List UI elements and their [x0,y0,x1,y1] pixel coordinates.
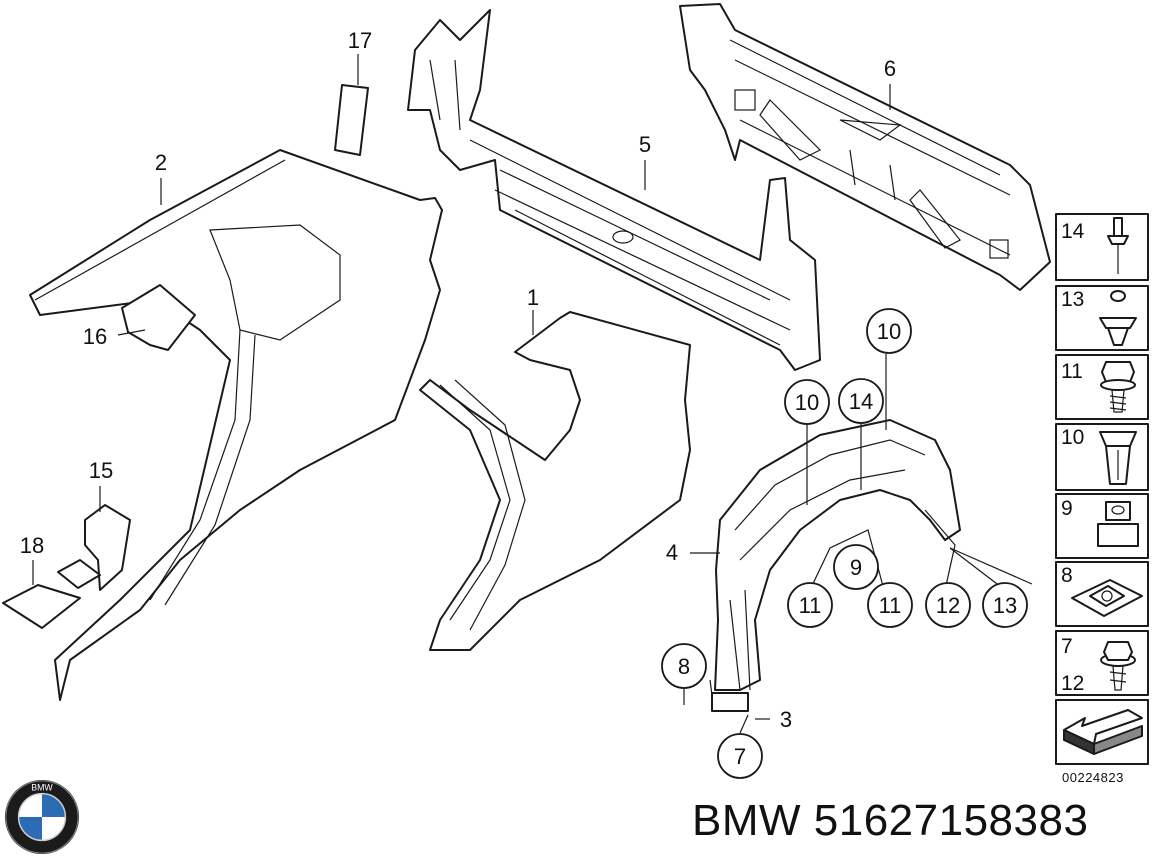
document-code: 00224823 [1062,770,1124,785]
collar-screw-icon [1100,361,1136,413]
bracket-15-part [57,504,131,591]
callout-circle-11a [787,582,833,628]
callout-17: 17 [348,28,372,53]
callout-circle-13 [982,582,1028,628]
callout-6: 6 [884,56,896,81]
callout-10b: 10 [795,390,819,415]
expanding-clip-icon [1099,290,1137,346]
legend-num-7: 7 [1061,635,1073,658]
callout-16: 16 [83,324,107,349]
callout-2: 2 [155,150,167,175]
legend-row-9: 9 [1055,493,1149,559]
callout-9: 9 [850,555,862,580]
callout-11a: 11 [799,593,822,618]
callout-7: 7 [734,744,746,769]
callout-circle-7 [717,733,763,779]
hex-nut-icon [1097,501,1139,547]
part-number-title: BMW 51627158383 [692,796,1089,845]
callout-circle-8 [661,643,707,689]
expanding-nut-icon [1099,431,1137,485]
legend-num-12: 12 [1061,672,1084,695]
callout-13: 13 [993,593,1017,618]
legend-row-8: 8 [1055,561,1149,627]
rear-panel-part [679,3,1051,291]
legend-row-11: 11 [1055,354,1149,420]
legend-num-10: 10 [1061,426,1084,449]
legend-row-14: 14 [1055,213,1149,281]
callout-18: 18 [20,533,44,558]
callout-circle-11b [867,582,913,628]
callout-8: 8 [678,654,690,679]
callout-1: 1 [527,285,539,310]
callout-5: 5 [639,132,651,157]
pad-18-part [2,584,81,629]
legend-num-9: 9 [1061,497,1073,520]
callout-10a: 10 [877,319,901,344]
callout-circle-10a [866,308,912,354]
callout-3: 3 [780,707,792,732]
legend-row-10: 10 [1055,423,1149,491]
callout-14: 14 [849,389,873,414]
legend-num-8: 8 [1061,564,1073,587]
legend-row-arrow [1055,699,1149,765]
legend-num-11: 11 [1061,360,1083,383]
wheel-arch-liner-part [709,419,961,712]
callout-circle-12 [925,582,971,628]
bracket-16-part [121,284,196,351]
callout-circle-10b [784,379,830,425]
callout-11b: 11 [879,593,902,618]
bmw-logo: BMW [4,779,80,855]
inner-panel-part [407,9,821,371]
callout-12: 12 [936,593,960,618]
logo-letters: BMW [31,783,53,793]
callout-circle-9 [833,544,879,590]
side-panel-inner-part [419,311,691,651]
legend-row-13: 13 [1055,285,1149,351]
side-panel-outer-part [29,149,443,701]
legend-row-7-12: 7 12 [1055,630,1149,696]
legend-num-14: 14 [1061,220,1085,243]
rivet-icon [1107,217,1129,274]
spring-nut-clip-icon [1071,579,1143,617]
callout-4: 4 [666,540,678,565]
callout-15: 15 [89,458,113,483]
hex-screw-icon [1100,641,1136,691]
callout-circle-14 [838,378,884,424]
fastener-legend: 14 13 11 [1055,213,1149,765]
bracket-17-part [334,84,369,156]
legend-num-13: 13 [1061,288,1084,311]
arrow-icon [1063,709,1143,755]
